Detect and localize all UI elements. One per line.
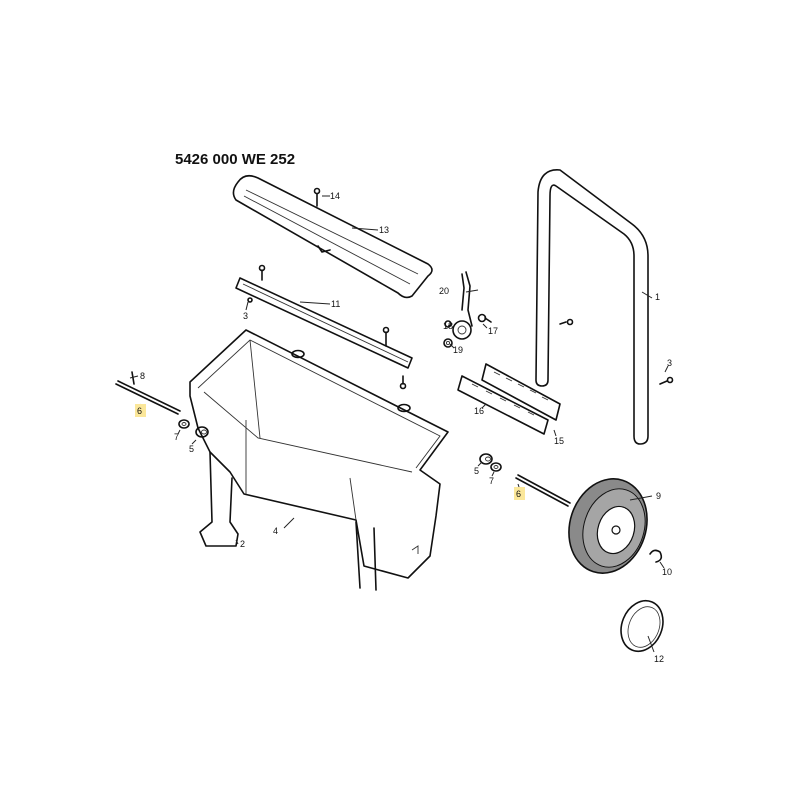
leader-lines xyxy=(129,195,669,653)
adjuster-plate-15-part xyxy=(481,363,561,421)
label-part-16: 16 xyxy=(474,406,484,416)
label-part-11: 11 xyxy=(331,299,340,309)
handle-screw-part xyxy=(559,318,574,326)
label-part-7-left: 7 xyxy=(174,432,179,442)
label-part-3-left: 3 xyxy=(243,311,248,321)
lid-screw-part xyxy=(313,187,321,207)
wheel-part xyxy=(568,478,648,574)
label-part-17: 17 xyxy=(488,326,498,336)
label-part-14: 14 xyxy=(330,191,340,201)
screw-3-right-part xyxy=(659,376,674,385)
label-part-9: 9 xyxy=(656,491,661,501)
washer-left-part xyxy=(178,419,190,429)
axle-left-part xyxy=(115,371,181,415)
label-part-13: 13 xyxy=(379,225,389,235)
lid-cover-part xyxy=(232,174,433,299)
label-part-5-left: 5 xyxy=(189,444,194,454)
fitting-17-part xyxy=(477,313,492,323)
agitator-lever-part xyxy=(452,271,473,340)
adjuster-plate-16-part xyxy=(457,375,549,435)
label-part-3-right: 3 xyxy=(667,358,672,368)
label-part-2: 2 xyxy=(240,539,245,549)
hub-cap-part xyxy=(620,599,664,653)
label-part-6-right: 6 xyxy=(516,489,521,499)
label-part-7-right: 7 xyxy=(489,476,494,486)
leg-stand-part xyxy=(199,451,377,591)
label-part-10: 10 xyxy=(662,567,672,577)
label-part-19: 19 xyxy=(453,345,463,355)
label-part-6-left: 6 xyxy=(137,406,142,416)
washer-right-part xyxy=(490,462,502,472)
handle-part xyxy=(535,169,649,445)
hopper-tub-part xyxy=(189,329,449,579)
clip-part xyxy=(649,549,663,563)
label-part-15: 15 xyxy=(554,436,564,446)
fitting-19-part xyxy=(443,338,453,348)
label-part-4: 4 xyxy=(273,526,278,536)
label-part-12: 12 xyxy=(654,654,664,664)
label-part-8: 8 xyxy=(140,371,145,381)
rail-bracket-part xyxy=(235,264,413,390)
label-part-18: 18 xyxy=(443,321,453,331)
axle-right-part xyxy=(515,474,571,507)
bushing-left-part xyxy=(195,426,209,438)
label-part-20: 20 xyxy=(439,286,449,296)
bushing-right-part xyxy=(479,453,493,465)
label-part-1: 1 xyxy=(655,292,660,302)
label-part-5-right: 5 xyxy=(474,466,479,476)
diagram-title: 5426 000 WE 252 xyxy=(175,151,295,168)
highlight-box-6-right xyxy=(514,487,525,500)
highlight-box-6-left xyxy=(135,404,146,417)
